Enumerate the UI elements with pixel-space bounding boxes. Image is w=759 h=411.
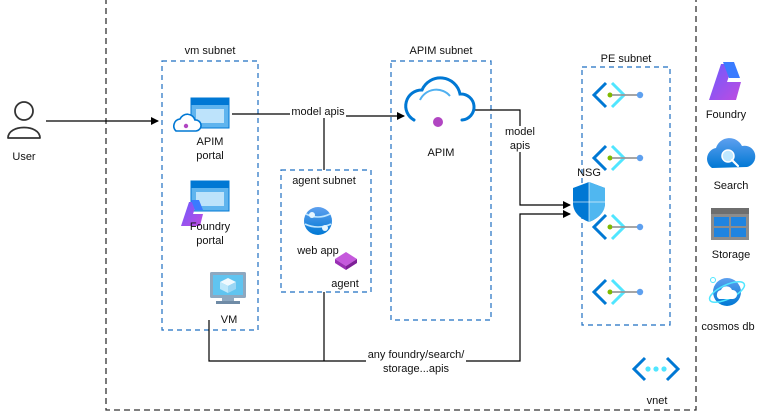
edge-label-model-apis: model apis	[291, 106, 345, 118]
edge-label-any-2: storage...apis	[383, 363, 450, 375]
storage-label: Storage	[712, 249, 751, 261]
private-endpoint-icon	[591, 144, 644, 172]
agent-subnet-label: agent subnet	[292, 175, 356, 187]
private-endpoint-icon	[591, 213, 644, 241]
foundry-label: Foundry	[706, 109, 747, 121]
vm-label: VM	[221, 314, 238, 326]
cosmos-db-icon	[708, 277, 746, 306]
agent-subnet-box	[280, 169, 372, 293]
web-app-label: web app	[296, 245, 339, 257]
private-endpoint-icon	[591, 278, 644, 306]
nsg-label: NSG	[577, 167, 601, 179]
private-endpoint-icon	[591, 81, 644, 109]
nsg-shield-icon	[573, 182, 605, 222]
edge-label-apis: apis	[510, 140, 531, 152]
vnet-label: vnet	[647, 395, 668, 407]
edge-label-model: model	[505, 126, 535, 138]
foundry-portal-label-2: portal	[196, 235, 224, 247]
agent-label: agent	[331, 278, 359, 290]
vm-subnet-box	[161, 60, 259, 331]
pe-subnet-label: PE subnet	[601, 53, 652, 65]
apim-subnet-label: APIM subnet	[410, 45, 473, 57]
cosmos-label: cosmos db	[701, 321, 754, 333]
vnet-icon	[631, 356, 681, 382]
edge-vm-to-nsg	[208, 210, 571, 362]
user-icon	[7, 101, 41, 139]
search-label: Search	[714, 180, 749, 192]
edge-apim-to-nsg	[468, 109, 571, 209]
vm-subnet-label: vm subnet	[185, 45, 236, 57]
foundry-portal-icon	[181, 180, 230, 226]
apim-subnet-box	[390, 60, 492, 321]
virtual-machine-icon	[210, 272, 246, 304]
vnet-boundary	[105, 0, 697, 411]
foundry-portal-label-1: Foundry	[190, 221, 231, 233]
storage-icon	[711, 208, 749, 240]
web-app-icon	[304, 207, 332, 235]
edge-label-any-1: any foundry/search/	[368, 349, 466, 361]
search-icon	[707, 138, 756, 168]
apim-portal-label-1: APIM	[197, 136, 224, 148]
foundry-icon	[709, 62, 741, 100]
apim-portal-label-2: portal	[196, 150, 224, 162]
agent-icon	[335, 252, 357, 270]
user-label: User	[12, 151, 36, 163]
apim-icon	[404, 76, 476, 127]
apim-label: APIM	[428, 147, 455, 159]
apim-portal-icon	[173, 97, 230, 132]
